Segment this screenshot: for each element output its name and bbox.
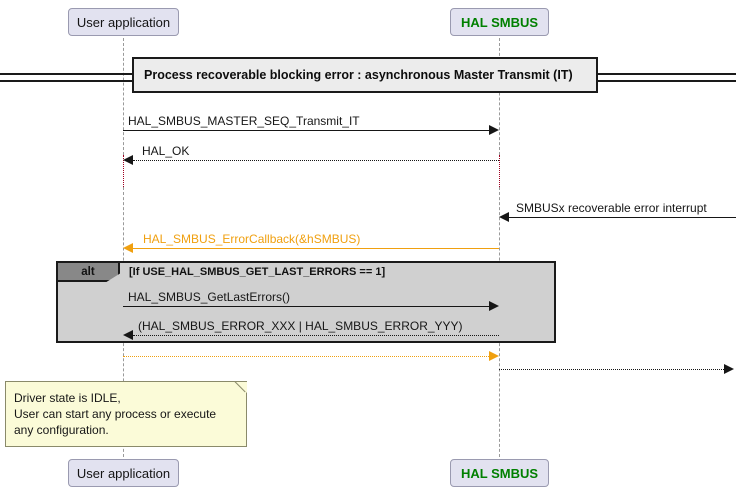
message-arrowhead-smbusx-recoverable-error-interrupt	[499, 212, 509, 222]
note-line-2: User can start any process or execute	[14, 407, 217, 421]
participant-label: User application	[76, 465, 171, 481]
frame-divider-left-upper	[0, 73, 132, 75]
message-arrowhead-master-seq-transmit-it	[489, 125, 499, 135]
lifeline-hal-smbus-active	[499, 155, 500, 187]
frame-divider-left-lower	[0, 80, 132, 82]
message-arrowhead-error-callback	[123, 243, 133, 253]
message-label-error-callback: HAL_SMBUS_ErrorCallback(&hSMBUS)	[143, 232, 361, 246]
alt-fragment-box	[56, 261, 556, 343]
participant-label: User application	[76, 14, 171, 30]
alt-tag-label: alt	[81, 265, 95, 278]
frame-title-label: Process recoverable blocking error : asy…	[144, 68, 573, 82]
alt-fragment-tag: alt	[58, 263, 120, 282]
lifeline-hal-smbus	[499, 38, 500, 155]
message-arrowhead-get-last-errors	[489, 301, 499, 311]
alt-fragment-condition: [If USE_HAL_SMBUS_GET_LAST_ERRORS == 1]	[129, 266, 386, 278]
note-line-1: Driver state is IDLE,	[14, 391, 121, 405]
frame-divider-right-upper	[597, 73, 736, 75]
message-arrowhead-callback-return	[489, 351, 499, 361]
participant-hal-smbus-bottom[interactable]: HAL SMBUS	[450, 459, 549, 487]
lifeline-user-application	[123, 38, 124, 155]
frame-title-box: Process recoverable blocking error : asy…	[132, 57, 598, 93]
message-line-master-seq-transmit-it	[123, 130, 491, 131]
lifeline-user-application-active	[123, 155, 124, 187]
message-line-interrupt-return	[499, 369, 726, 370]
message-line-callback-return	[123, 356, 489, 357]
message-line-last-errors-return	[133, 335, 499, 336]
message-arrowhead-last-errors-return	[123, 330, 133, 340]
message-line-hal-ok	[133, 160, 499, 161]
note-fold-corner	[236, 382, 247, 393]
message-arrowhead-hal-ok	[123, 155, 133, 165]
note-line-3: any configuration.	[14, 423, 109, 437]
message-line-error-callback	[133, 248, 499, 249]
message-line-get-last-errors	[123, 306, 491, 307]
note-idle-state: Driver state is IDLE, User can start any…	[5, 381, 247, 447]
message-line-smbusx-recoverable-error-interrupt	[509, 217, 736, 218]
participant-hal-smbus-top[interactable]: HAL SMBUS	[450, 8, 549, 36]
participant-user-application-bottom[interactable]: User application	[68, 459, 179, 487]
participant-user-application-top[interactable]: User application	[68, 8, 179, 36]
message-label-master-seq-transmit-it: HAL_SMBUS_MASTER_SEQ_Transmit_IT	[128, 114, 360, 128]
participant-label: HAL SMBUS	[460, 14, 539, 30]
frame-divider-right-lower	[597, 80, 736, 82]
message-label-smbusx-recoverable-error-interrupt: SMBUSx recoverable error interrupt	[516, 201, 707, 215]
message-label-get-last-errors: HAL_SMBUS_GetLastErrors()	[128, 290, 291, 304]
message-label-hal-ok: HAL_OK	[142, 144, 190, 158]
message-arrowhead-interrupt-return	[724, 364, 734, 374]
participant-label: HAL SMBUS	[460, 465, 539, 481]
message-label-last-errors-return: (HAL_SMBUS_ERROR_XXX | HAL_SMBUS_ERROR_Y…	[138, 319, 463, 333]
